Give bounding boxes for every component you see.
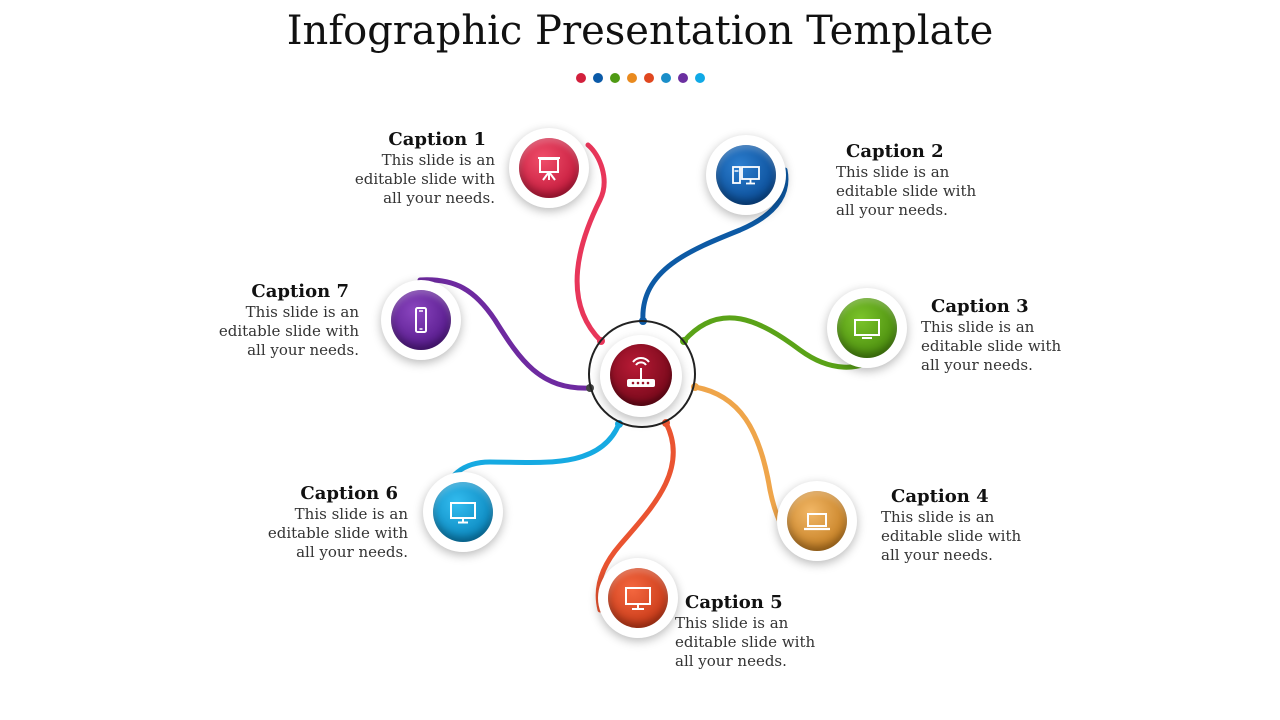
node-2 bbox=[706, 135, 786, 215]
node-1 bbox=[509, 128, 589, 208]
dot-4 bbox=[626, 73, 637, 83]
wifi-router-icon bbox=[627, 357, 655, 387]
caption-heading: Caption 5 bbox=[685, 592, 783, 613]
ribbon-2 bbox=[640, 167, 789, 324]
caption-text-line2: editable slide with bbox=[354, 170, 495, 188]
dot-3 bbox=[609, 73, 620, 83]
caption-4: Caption 4 This slide is an editable slid… bbox=[881, 486, 1051, 565]
caption-3: Caption 3 This slide is an editable slid… bbox=[921, 296, 1091, 375]
node-6 bbox=[423, 472, 503, 552]
caption-text-line1: This slide is an bbox=[245, 303, 359, 321]
desktop-computer-icon bbox=[732, 166, 760, 185]
dot-1 bbox=[575, 73, 586, 83]
caption-text-line2: editable slide with bbox=[675, 633, 816, 651]
caption-text-line2: editable slide with bbox=[218, 322, 359, 340]
caption-text-line2: editable slide with bbox=[921, 337, 1062, 355]
caption-text-line3: all your needs. bbox=[836, 201, 948, 219]
ribbon-7 bbox=[417, 277, 593, 391]
node-4 bbox=[777, 481, 857, 561]
caption-text-line1: This slide is an bbox=[836, 163, 950, 181]
caption-text-line2: editable slide with bbox=[267, 524, 408, 542]
node-7 bbox=[381, 280, 461, 360]
caption-text-line2: editable slide with bbox=[836, 182, 977, 200]
caption-1: Caption 1 This slide is an editable slid… bbox=[335, 129, 495, 208]
caption-text-line3: all your needs. bbox=[247, 341, 359, 359]
monitor-icon bbox=[450, 502, 476, 524]
caption-6: Caption 6 This slide is an editable slid… bbox=[248, 483, 408, 562]
caption-text-line1: This slide is an bbox=[675, 614, 789, 632]
dot-8 bbox=[694, 73, 705, 83]
dot-7 bbox=[677, 73, 688, 83]
presentation-board-icon bbox=[538, 157, 560, 181]
page-title: Infographic Presentation Template bbox=[286, 8, 994, 54]
caption-text-line3: all your needs. bbox=[383, 189, 495, 207]
caption-2: Caption 2 This slide is an editable slid… bbox=[836, 141, 1006, 220]
dot-5 bbox=[643, 73, 654, 83]
caption-text-line1: This slide is an bbox=[921, 318, 1035, 336]
caption-text-line3: all your needs. bbox=[675, 652, 787, 670]
caption-text-line1: This slide is an bbox=[381, 151, 495, 169]
node-5 bbox=[598, 558, 678, 638]
caption-text-line1: This slide is an bbox=[294, 505, 408, 523]
hub-ring bbox=[588, 320, 696, 428]
caption-text-line1: This slide is an bbox=[881, 508, 995, 526]
caption-heading: Caption 6 bbox=[300, 483, 398, 504]
ribbon-1 bbox=[574, 142, 607, 344]
node-3 bbox=[827, 288, 907, 368]
laptop-icon bbox=[804, 513, 830, 531]
monitor-icon bbox=[854, 319, 880, 339]
color-dots bbox=[0, 73, 1280, 83]
caption-text-line3: all your needs. bbox=[921, 356, 1033, 374]
dot-2 bbox=[592, 73, 603, 83]
caption-heading: Caption 1 bbox=[388, 129, 486, 150]
dot-6 bbox=[660, 73, 671, 83]
caption-heading: Caption 2 bbox=[846, 141, 944, 162]
caption-text-line3: all your needs. bbox=[296, 543, 408, 561]
hub-node bbox=[610, 344, 672, 406]
caption-heading: Caption 7 bbox=[251, 281, 349, 302]
monitor-icon bbox=[625, 587, 651, 610]
caption-heading: Caption 3 bbox=[931, 296, 1029, 317]
caption-text-line3: all your needs. bbox=[881, 546, 993, 564]
smartphone-icon bbox=[415, 307, 427, 333]
caption-5: Caption 5 This slide is an editable slid… bbox=[675, 592, 845, 671]
caption-text-line2: editable slide with bbox=[881, 527, 1022, 545]
caption-7: Caption 7 This slide is an editable slid… bbox=[199, 281, 359, 360]
caption-heading: Caption 4 bbox=[891, 486, 989, 507]
